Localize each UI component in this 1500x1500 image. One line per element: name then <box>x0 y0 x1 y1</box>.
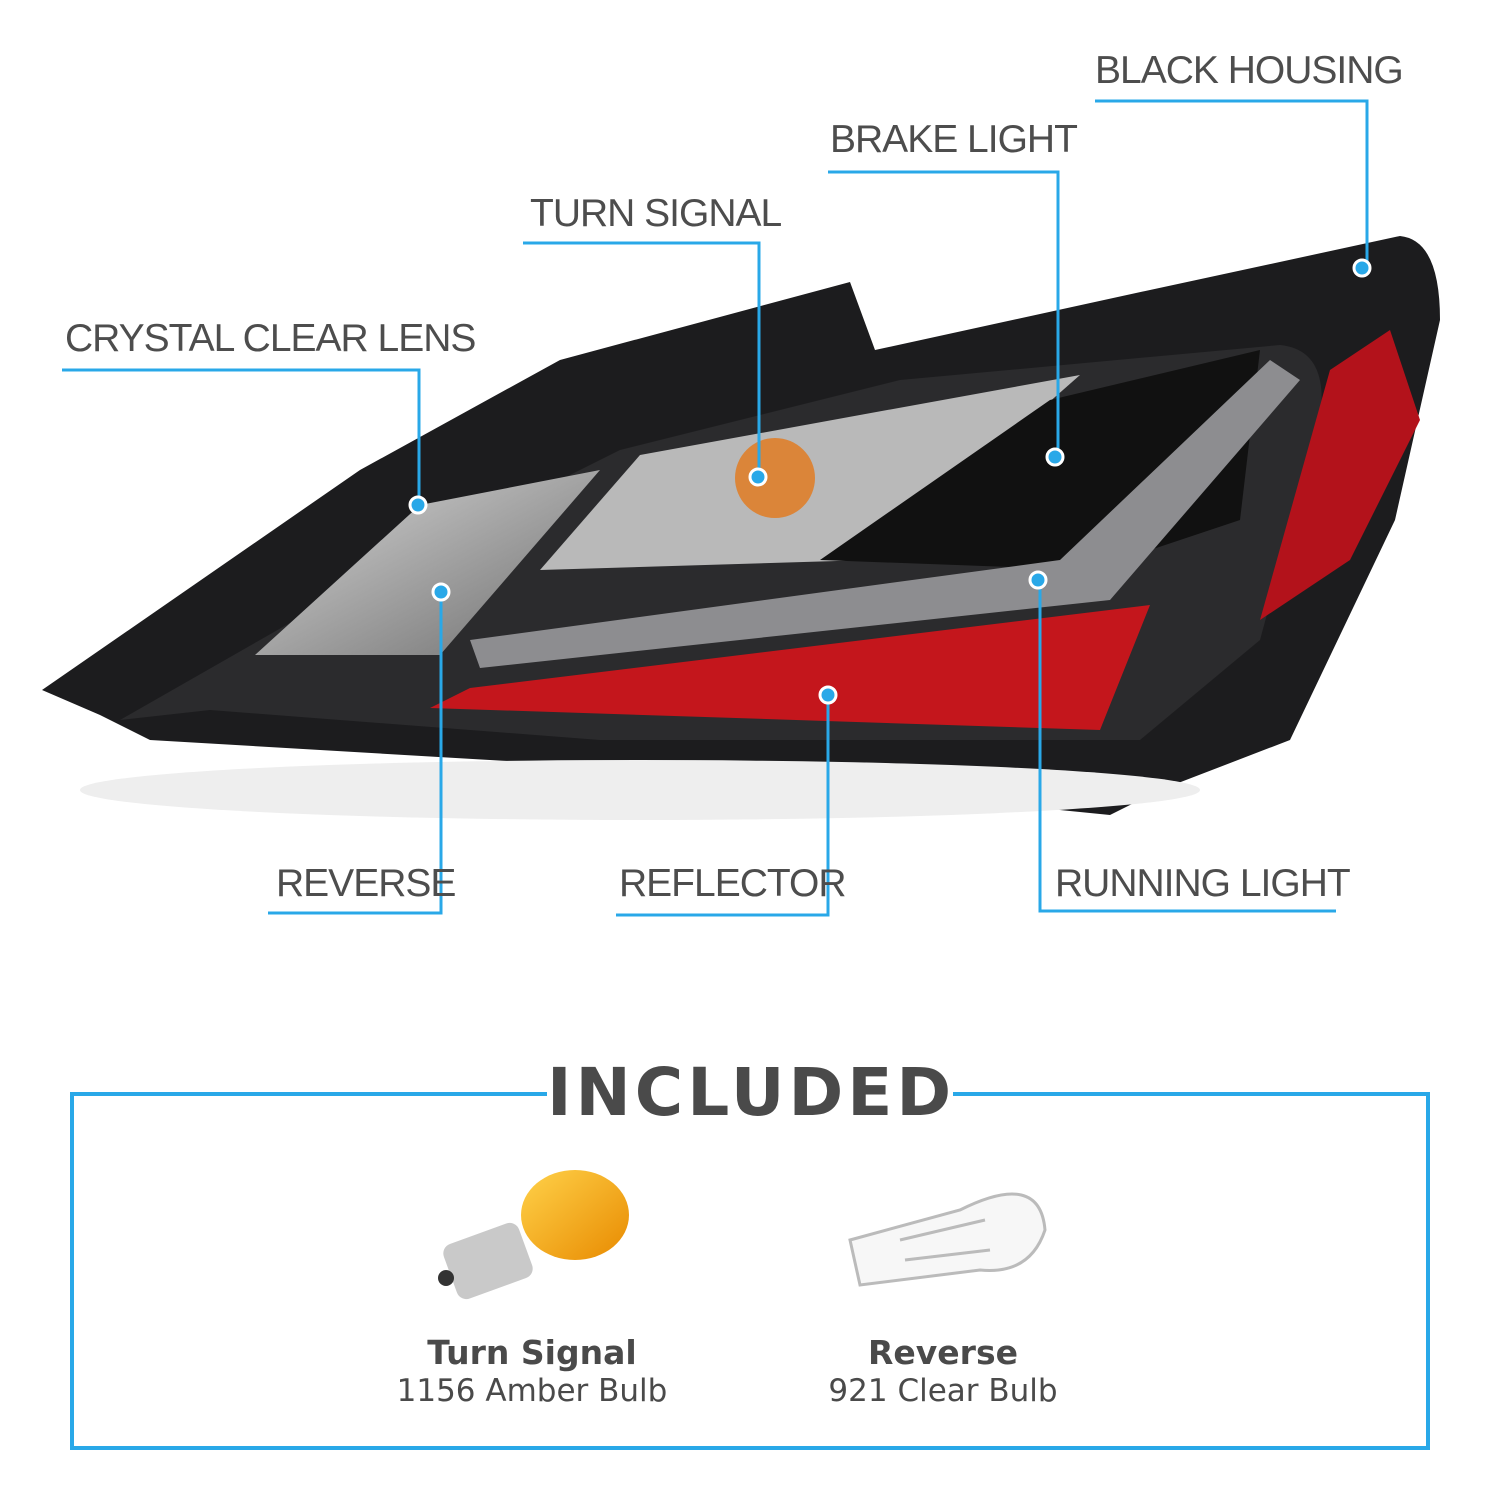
callout-crystal-clear-lens: CRYSTAL CLEAR LENS <box>65 317 476 360</box>
item-name: Turn Signal <box>427 1333 637 1372</box>
callout-turn-signal: TURN SIGNAL <box>530 192 782 235</box>
clear-bulb-icon <box>848 1192 1047 1287</box>
running-light-bar <box>470 360 1300 668</box>
callout-lines <box>62 99 1369 917</box>
floor-shadow <box>80 760 1200 820</box>
included-item-reverse: Reverse 921 Clear Bulb <box>763 1334 1123 1410</box>
callout-dots <box>408 258 1372 705</box>
callout-reverse: REVERSE <box>276 862 456 905</box>
reverse-lens <box>255 470 600 655</box>
included-title: INCLUDED <box>547 1054 956 1131</box>
reflector <box>430 605 1150 730</box>
side-reflector <box>1260 330 1420 620</box>
included-item-turn-signal: Turn Signal 1156 Amber Bulb <box>352 1334 712 1410</box>
item-detail: 1156 Amber Bulb <box>396 1373 668 1409</box>
included-box <box>70 1092 1430 1450</box>
callout-running-light: RUNNING LIGHT <box>1055 862 1351 905</box>
callout-reflector: REFLECTOR <box>619 862 846 905</box>
callout-brake-light: BRAKE LIGHT <box>830 118 1078 161</box>
amber-bulb-in-lens <box>735 438 815 518</box>
callout-black-housing: BLACK HOUSING <box>1095 49 1404 92</box>
item-name: Reverse <box>868 1333 1018 1372</box>
item-detail: 921 Clear Bulb <box>828 1373 1058 1409</box>
amber-bulb-icon <box>438 1170 629 1300</box>
